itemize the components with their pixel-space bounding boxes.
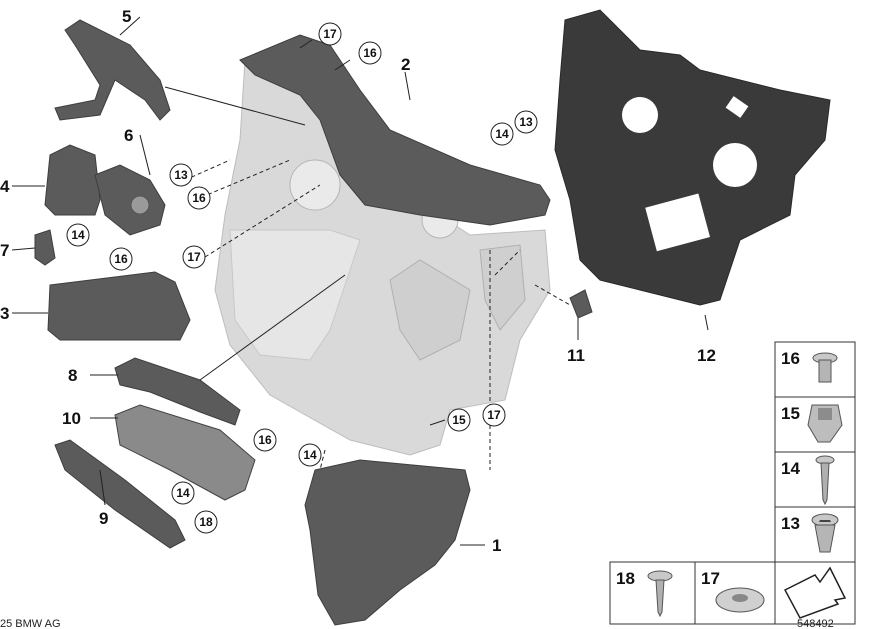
table-label-18: 18 <box>616 569 635 588</box>
part-labels: 1 2 3 4 5 6 7 8 9 10 11 12 <box>0 7 716 555</box>
callout-16-bottom: 16 <box>253 428 277 452</box>
copyright-text: 25 BMW AG <box>0 618 61 629</box>
svg-text:14: 14 <box>176 486 190 500</box>
callout-14-mid: 14 <box>66 223 90 247</box>
part-4-cover <box>44 144 101 216</box>
part-8-bracket <box>114 357 241 426</box>
svg-text:16: 16 <box>114 252 128 266</box>
svg-text:15: 15 <box>452 413 466 427</box>
callout-15: 15 <box>447 408 471 432</box>
svg-text:17: 17 <box>323 27 337 41</box>
screw-icon-14 <box>815 455 835 506</box>
part-label-4: 4 <box>0 177 10 196</box>
svg-text:13: 13 <box>519 115 533 129</box>
svg-text:16: 16 <box>258 433 272 447</box>
part-1-map-pocket <box>304 459 471 626</box>
table-label-17: 17 <box>701 569 720 588</box>
part-label-6: 6 <box>124 126 133 145</box>
callout-17-mid: 17 <box>182 245 206 269</box>
part-label-2: 2 <box>401 55 410 74</box>
callout-17-top: 17 <box>318 22 342 46</box>
part-10-carrier <box>114 404 256 501</box>
circled-callouts: 17 16 14 13 13 16 14 16 17 15 17 14 16 1… <box>66 22 538 534</box>
callout-14-right: 14 <box>490 122 514 146</box>
table-label-13: 13 <box>781 514 800 533</box>
part-3-armrest-cover <box>47 271 191 341</box>
part-12-insulation-panel <box>554 9 831 306</box>
svg-text:16: 16 <box>363 46 377 60</box>
part-label-10: 10 <box>62 409 81 428</box>
part-label-3: 3 <box>0 304 9 323</box>
part-7-clip <box>34 229 56 266</box>
rivet-icon-16 <box>812 352 838 383</box>
callout-14-low: 14 <box>298 443 322 467</box>
door-carrier-frame <box>214 54 551 456</box>
callout-14-bottom: 14 <box>171 481 195 505</box>
table-label-14: 14 <box>781 459 800 478</box>
part-label-9: 9 <box>99 509 108 528</box>
part-label-11: 11 <box>567 346 585 365</box>
diagram-number: 548492 <box>797 618 834 629</box>
svg-text:16: 16 <box>192 191 206 205</box>
svg-text:14: 14 <box>71 228 85 242</box>
part-label-8: 8 <box>68 366 77 385</box>
expanding-nut-icon-13 <box>811 513 839 553</box>
part-2-upper-trim <box>239 34 551 226</box>
callout-18-bottom: 18 <box>194 510 218 534</box>
part-label-7: 7 <box>0 241 9 260</box>
part-label-5: 5 <box>122 7 131 26</box>
clip-washer-icon-17 <box>715 587 765 613</box>
svg-text:13: 13 <box>174 168 188 182</box>
svg-text:17: 17 <box>487 408 501 422</box>
table-label-15: 15 <box>781 404 800 423</box>
arrow-icon <box>783 566 847 619</box>
callout-16-top: 16 <box>358 41 382 65</box>
part-9-lower-trim <box>54 439 186 549</box>
leader-lines <box>11 16 709 546</box>
table-label-16: 16 <box>781 349 800 368</box>
callout-13-right: 13 <box>514 110 538 134</box>
part-label-12: 12 <box>697 346 716 365</box>
screw-washer-icon-18 <box>647 570 673 618</box>
svg-text:18: 18 <box>199 515 213 529</box>
part-label-1: 1 <box>492 536 501 555</box>
svg-text:14: 14 <box>303 448 317 462</box>
callout-17-low: 17 <box>482 403 506 427</box>
svg-text:17: 17 <box>187 250 201 264</box>
fastener-table: 16 15 14 13 18 17 <box>609 341 856 625</box>
part-11-small-cap <box>569 289 593 319</box>
callout-16-low: 16 <box>109 247 133 271</box>
callout-16-mid: 16 <box>187 186 211 210</box>
svg-text:14: 14 <box>495 127 509 141</box>
part-6-mirror-base <box>94 164 166 236</box>
clip-nut-icon-15 <box>807 404 843 443</box>
callout-13-mid: 13 <box>169 163 193 187</box>
part-5-trim-strip <box>54 19 171 121</box>
